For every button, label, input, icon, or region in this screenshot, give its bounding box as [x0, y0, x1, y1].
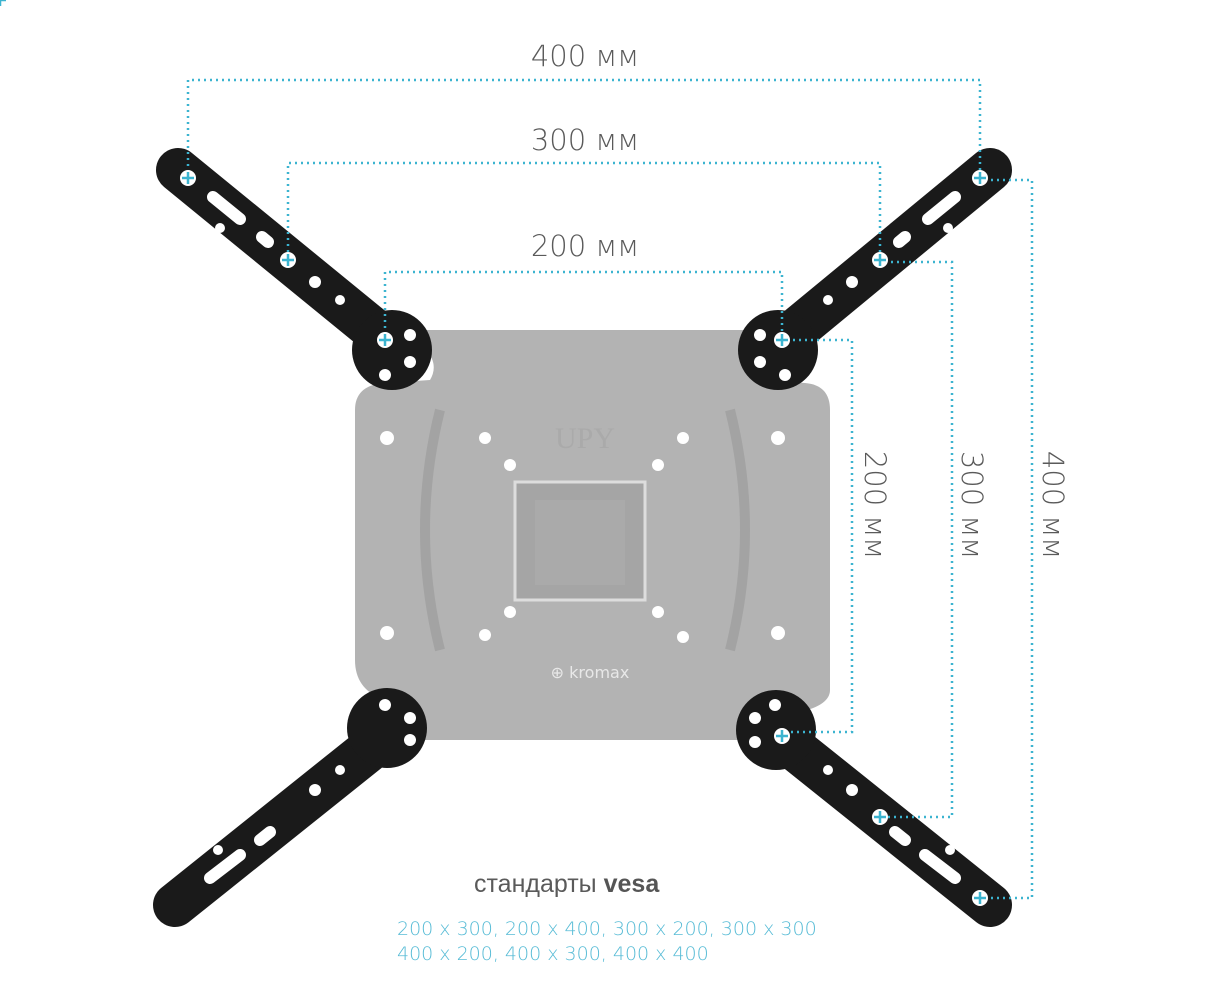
- standards-label-bold: vesa: [603, 870, 660, 898]
- dim-label-200-horizontal: 200 мм: [531, 229, 639, 263]
- standards-label: стандарты: [474, 870, 597, 898]
- dim-label-200-vertical: 200 мм: [858, 451, 892, 559]
- vesa-list-line: 200 x 300, 200 x 400, 300 x 200, 300 x 3…: [397, 918, 817, 940]
- dim-label-400-horizontal: 400 мм: [531, 39, 639, 73]
- kromax-logo: ⊕ kromax: [551, 663, 630, 682]
- vesa-list-line: 400 x 200, 400 x 300, 400 x 400: [397, 943, 709, 965]
- dim-label-300-vertical: 300 мм: [955, 451, 989, 559]
- vesa-standards-list: 200 x 300, 200 x 400, 300 x 200, 300 x 3…: [397, 917, 817, 967]
- arm-disc: [736, 690, 816, 770]
- embossed-text: UPY: [555, 422, 615, 455]
- screw-markers: [0, 0, 990, 908]
- plate-holes: [380, 431, 785, 643]
- dim-label-300-horizontal: 300 мм: [531, 123, 639, 157]
- arm-disc: [738, 310, 818, 390]
- dim-label-400-vertical: 400 мм: [1036, 451, 1070, 559]
- dimension-lines: [186, 78, 1034, 900]
- arm-disc: [347, 688, 427, 768]
- standards-title: стандарты vesa: [474, 870, 659, 899]
- arm-disc: [352, 310, 432, 390]
